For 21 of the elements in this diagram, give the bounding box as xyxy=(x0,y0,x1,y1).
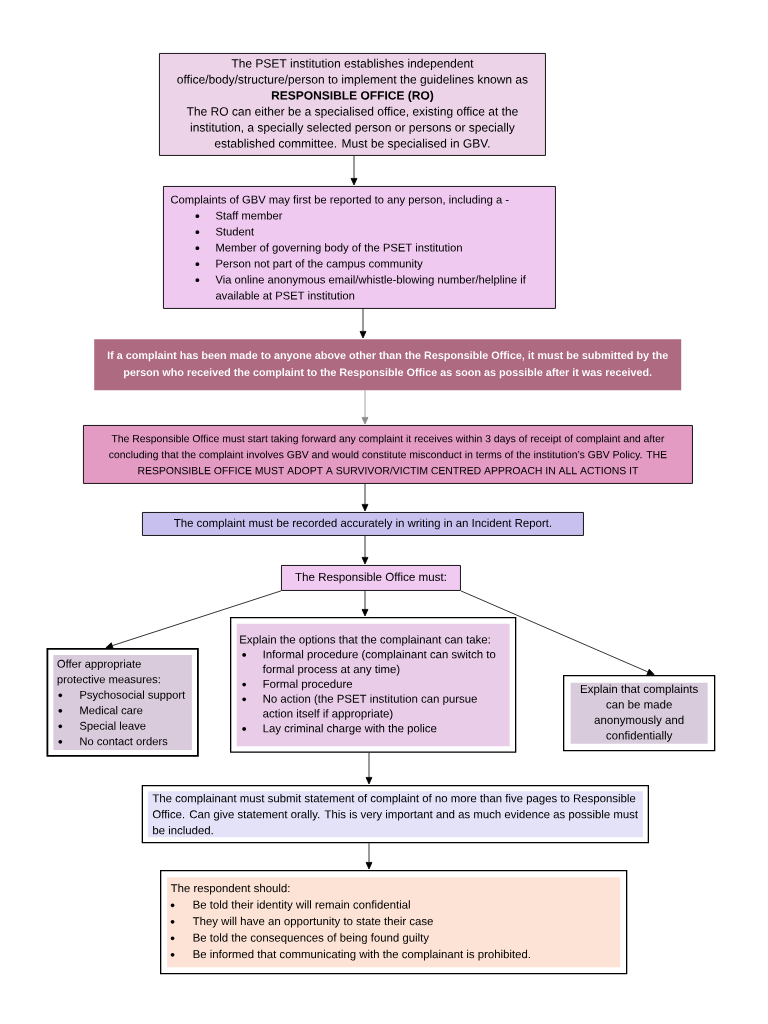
arrow xyxy=(359,308,367,339)
process-box: Offer appropriate protective measures: Psychosocial support Medical care Special leave No contact orders xyxy=(46,648,199,757)
arrow xyxy=(361,483,369,512)
process-box: Complaints of GBV may first be reported to any person, including a - Staff member Student Member of governing body of the PSET institution Person not part of the campus community Via online anonymous email/whistle-blowing number/helpline if available at PSET institution xyxy=(163,186,556,309)
arrow xyxy=(365,842,373,870)
arrow xyxy=(460,590,655,676)
arrow xyxy=(350,155,358,186)
process-box: Explain that complaints can be made anonymously and confidentially xyxy=(563,675,716,752)
arrow xyxy=(361,535,369,565)
process-box: If a complaint has been made to anyone above other than the Responsible Office, it must be submitted by the person who received the complaint to the Responsible Office as soon as possible after it was received. xyxy=(94,339,682,391)
arrow xyxy=(361,590,369,617)
process-box: The Responsible Office must: xyxy=(281,565,461,591)
arrow xyxy=(105,590,282,649)
process-box: The respondent should: Be told their identity will remain confidential They will have an opportunity to state their case Be told the consequences of being found guilty Be informed that communicating with the complainant is prohibited. xyxy=(160,870,628,975)
process-box: Explain the options that the complainant can take: Informal procedure (complainant can switch to formal process at any time) Formal procedure No action (the PSET institution can pursue action itself if appropriate) Lay criminal charge with the police xyxy=(230,617,517,753)
arrow xyxy=(361,390,369,425)
process-box: The complainant must submit statement of complaint of no more than five pages to Responsible Office. Can give statement orally. This is very important and as much evidence as possible must be included. xyxy=(141,785,649,844)
arrow xyxy=(365,752,373,785)
process-box: The PSET institution establishes independent office/body/structure/person to implement the guidelines known as RESPONSIBLE OFFICE (RO) The RO can either be a specialised office, existing office at the institution, a specially selected person or persons or specially established committee. Must be specialised in GBV. xyxy=(159,53,546,156)
process-box: The complaint must be recorded accurately in writing in an Incident Report. xyxy=(142,512,584,536)
process-box: The Responsible Office must start taking forward any complaint it receives within 3 days of receipt of complaint and after concluding that the complaint involves GBV and would constitute misconduct in terms of the institution’s GBV Policy. THE RESPONSIBLE OFFICE MUST ADOPT A SURVIVOR/VICTIM CENTRED APPROACH IN ALL ACTIONS IT xyxy=(83,425,693,484)
